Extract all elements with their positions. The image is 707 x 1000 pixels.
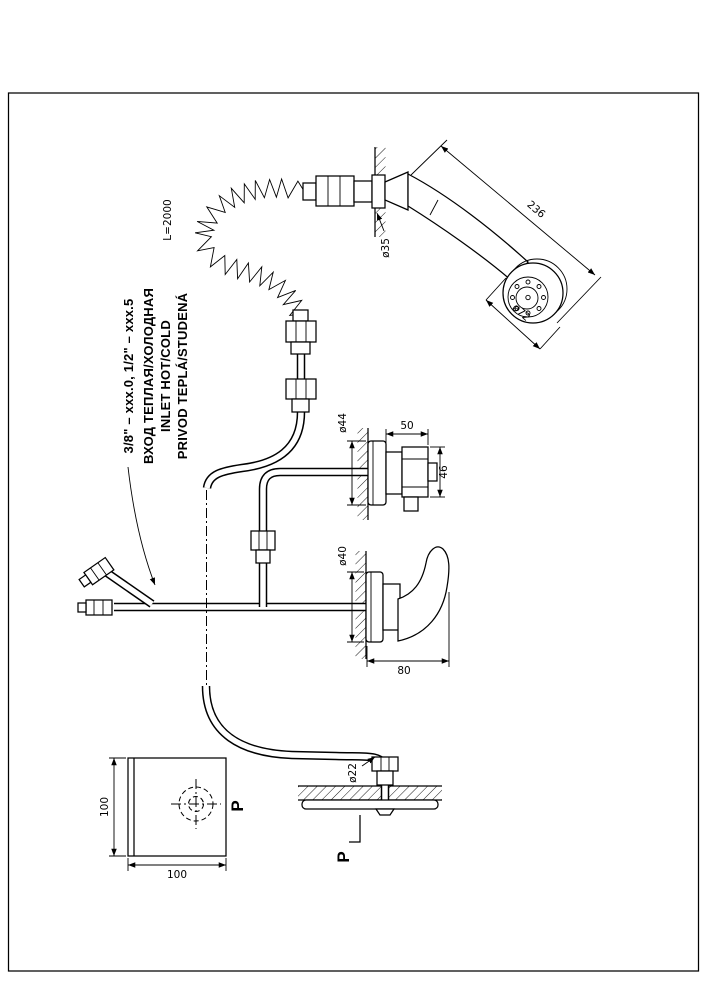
dim-50: 50 [400, 420, 413, 432]
mid-pipe-connector [250, 530, 276, 564]
inlet-fitting-upper [78, 556, 115, 588]
detail-label-p: P [228, 800, 247, 811]
hand-shower-head [502, 262, 564, 324]
supply-piping [100, 353, 390, 802]
sheet-frame [7, 92, 700, 972]
section-label-p: P [334, 851, 353, 862]
hose-length-label: L=2000 [162, 199, 174, 240]
note-line-4: 3/8" – xxx.0, 1/2" – xxx.5 [121, 299, 136, 454]
dimensions: 236 ø72 ø35 L=2000 ø44 50 46 ø40 [99, 139, 602, 881]
dim-o40: ø40 [337, 546, 349, 566]
mixer-valve [367, 440, 438, 512]
dim-100-horizontal: 100 [167, 869, 187, 881]
holder-cone [384, 171, 409, 211]
dim-o44: ø44 [337, 413, 349, 433]
plate-detail-view [127, 757, 227, 857]
valve-lever-handle [397, 546, 450, 642]
mixer-flange [367, 440, 387, 506]
dim-o22: ø22 [347, 763, 359, 783]
ceiling-pipe-nut [371, 756, 399, 772]
dim-236: 236 [524, 199, 547, 221]
dim-100-vertical: 100 [99, 797, 111, 817]
hand-shower [407, 172, 568, 324]
ceiling-hatch [298, 785, 442, 801]
inlet-fitting-lower [77, 599, 113, 616]
ceiling-shower-plate [301, 799, 439, 810]
section-cut-mark [349, 815, 361, 843]
handshower-holder [302, 171, 409, 211]
valve-flange [365, 571, 384, 643]
dim-80: 80 [397, 665, 410, 677]
note-leader-arrow [127, 466, 156, 586]
lever-valve [365, 546, 450, 643]
mixer-body [385, 451, 403, 495]
dim-46: 46 [438, 465, 450, 479]
mixer-cartridge [401, 446, 429, 498]
note-line-3: ВХОД ТЕПЛАЯ/ХОЛОДНАЯ [141, 288, 156, 464]
ceiling-shower [301, 756, 439, 816]
ceiling-shower-hub [374, 808, 396, 816]
note-line-1: PRIVOD TEPLÁ/STUDENÁ [175, 292, 190, 459]
inlet-note-block: PRIVOD TEPLÁ/STUDENÁ INLET HOT/COLD ВХОД… [121, 288, 190, 586]
dim-o35: ø35 [380, 238, 392, 258]
mixer-outlet [403, 496, 419, 512]
flexible-hose [194, 177, 305, 316]
mixer-stem [427, 462, 438, 482]
hose-connectors [285, 309, 317, 413]
note-line-2: INLET HOT/COLD [158, 320, 173, 432]
hand-shower-handle [407, 172, 529, 282]
